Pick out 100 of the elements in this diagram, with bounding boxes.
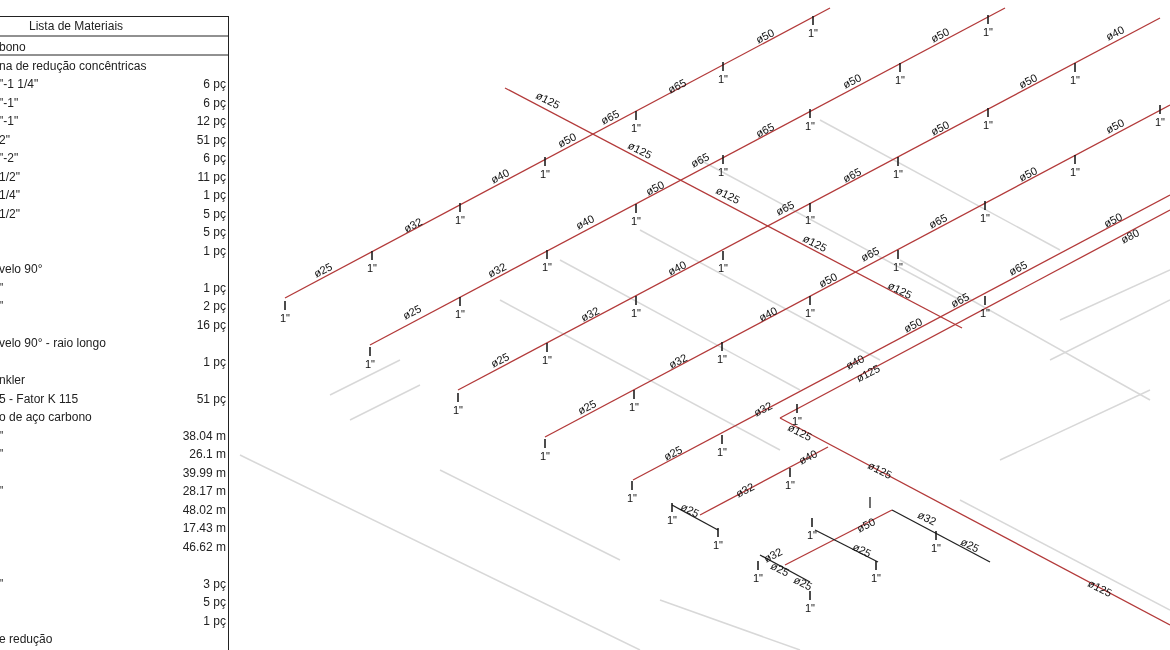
table-cell: na de redução concêntricas <box>0 58 147 73</box>
table-cell: 1 pç <box>203 188 226 202</box>
pipe-diameter-label: ø125 <box>866 458 894 482</box>
pipe-diameter-label: ø125 <box>801 231 829 255</box>
pipe-diameter-label: ø32 <box>485 260 509 280</box>
pipe-diameter-label: ø40 <box>573 212 597 232</box>
table-cell: 11 pç <box>197 169 226 184</box>
pipe-diameter-label: ø125 <box>1086 576 1114 600</box>
table-cell: 28.17 m <box>182 484 226 498</box>
table-cell: 1 pç <box>203 280 226 295</box>
sprinkler-size-label: 1" <box>1070 74 1080 86</box>
pipe-diameter-label: ø25 <box>678 500 702 520</box>
pipe-diameter-label: ø50 <box>816 270 840 290</box>
sprinkler-size-label: 1" <box>980 212 990 224</box>
table-cell: " <box>0 428 4 443</box>
sprinkler-size-label: 1" <box>808 27 818 39</box>
pipe-diameter-label: ø40 <box>1103 23 1127 43</box>
table-cell: 48.02 m <box>182 502 226 517</box>
sprinkler-size-label: 1" <box>1070 166 1080 178</box>
sprinkler-size-label: 1" <box>631 215 641 227</box>
pipe-diameter-label: ø40 <box>756 304 780 324</box>
table-cell: 5 pç <box>203 225 226 239</box>
table-cell: "-2" <box>0 151 19 165</box>
sprinkler-size-label: 1" <box>805 307 815 319</box>
pipe-diameter-label: ø32 <box>751 399 775 419</box>
table-cell: " <box>0 447 4 461</box>
table-cell: "-1 1/4" <box>0 77 39 91</box>
table-cell: 26.1 m <box>189 447 226 461</box>
sprinkler-size-label: 1" <box>542 261 552 273</box>
pipe-diameter-label: ø25 <box>400 302 424 322</box>
pipe-diameter-label: ø65 <box>665 76 689 96</box>
pipe-diameter-label: ø32 <box>733 480 757 500</box>
pipe-diameter-label: ø50 <box>840 71 864 91</box>
sprinkler-size-label: 1" <box>805 214 815 226</box>
table-cell: " <box>0 280 4 295</box>
pipe-diameter-label: ø40 <box>665 258 689 278</box>
table-cell: 1 pç <box>203 243 226 258</box>
table-cell: 17.43 m <box>182 521 226 535</box>
table-cell: 46.62 m <box>182 539 226 554</box>
pipe-diameter-label: ø65 <box>688 150 712 170</box>
pipe-diameter-label: ø32 <box>915 508 939 528</box>
pipe-diameter-label: ø125 <box>714 183 742 207</box>
pipe-diameter-label: ø50 <box>555 130 579 150</box>
pipe-diameter-label: ø65 <box>858 244 882 264</box>
sprinkler-size-label: 1" <box>367 262 377 274</box>
pipe-diameter-label: ø125 <box>886 278 914 302</box>
table-cell: 16 pç <box>196 317 226 332</box>
sprinkler-size-label: 1" <box>718 73 728 85</box>
sprinkler-size-label: 1" <box>807 529 817 541</box>
table-cell: 1/2" <box>0 169 20 184</box>
sprinkler-size-label: 1" <box>805 120 815 132</box>
pipe-diameter-label: ø50 <box>901 315 925 335</box>
pipe-diameter-label: ø50 <box>1016 71 1040 91</box>
sprinkler-size-label: 1" <box>280 312 290 324</box>
sprinkler-size-label: 1" <box>627 492 637 504</box>
sprinkler-size-label: 1" <box>455 308 465 320</box>
pipe-diameter-label: ø32 <box>666 351 690 371</box>
table-cell: 1/4" <box>0 188 20 202</box>
pipe-diameter-label: ø25 <box>661 443 685 463</box>
pipe-diameter-label: ø25 <box>488 350 512 370</box>
pipe-diameter-label: ø125 <box>626 138 654 162</box>
table-cell: o de aço carbono <box>0 410 92 424</box>
pipe-diameter-label: ø40 <box>796 447 820 467</box>
pipe-diameter-label: ø50 <box>753 26 777 46</box>
table-cell: 5 pç <box>203 595 226 609</box>
table-cell: 39.99 m <box>182 465 226 480</box>
pipe-diameter-label: ø25 <box>575 397 599 417</box>
pipe-diameter-label: ø65 <box>753 120 777 140</box>
pipe-diameter-label: ø32 <box>401 215 425 235</box>
sprinkler-size-label: 1" <box>540 450 550 462</box>
table-cell: " <box>0 484 4 498</box>
table-cell: 6 pç <box>203 95 226 110</box>
pipe-diameter-label: ø65 <box>598 107 622 127</box>
table-cell: 51 pç <box>196 391 226 406</box>
table-cell: " <box>0 576 4 591</box>
pipe-diameter-label: ø50 <box>854 515 878 535</box>
pipe-diameter-label: ø125 <box>534 88 562 112</box>
table-cell: 5 - Fator K 115 <box>0 391 79 406</box>
table-cell: 51 pç <box>196 132 226 147</box>
pipe-diameter-label: ø50 <box>1016 164 1040 184</box>
pipe-diameter-label: ø50 <box>643 178 667 198</box>
pipe-diameter-label: ø50 <box>928 25 952 45</box>
table-cell: e redução <box>0 632 53 646</box>
sprinkler-size-label: 1" <box>753 572 763 584</box>
sprinkler-size-label: 1" <box>893 168 903 180</box>
table-cell: 1 pç <box>203 613 226 628</box>
sprinkler-size-label: 1" <box>718 166 728 178</box>
sprinkler-size-label: 1" <box>631 307 641 319</box>
sprinkler-size-label: 1" <box>713 539 723 551</box>
pipe-diameter-label: ø25 <box>791 573 815 593</box>
table-cell: 38.04 m <box>182 428 226 443</box>
pipe-diameter-label: ø50 <box>928 118 952 138</box>
sprinkler-size-label: 1" <box>453 404 463 416</box>
sprinkler-size-label: 1" <box>871 572 881 584</box>
sprinkler-size-label: 1" <box>717 353 727 365</box>
table-cell: 2 pç <box>203 299 226 313</box>
pipe-diameter-label: ø65 <box>773 198 797 218</box>
pipe-diameter-label: ø65 <box>948 290 972 310</box>
table-cell: bono <box>0 40 26 54</box>
sprinkler-size-label: 1" <box>893 261 903 273</box>
